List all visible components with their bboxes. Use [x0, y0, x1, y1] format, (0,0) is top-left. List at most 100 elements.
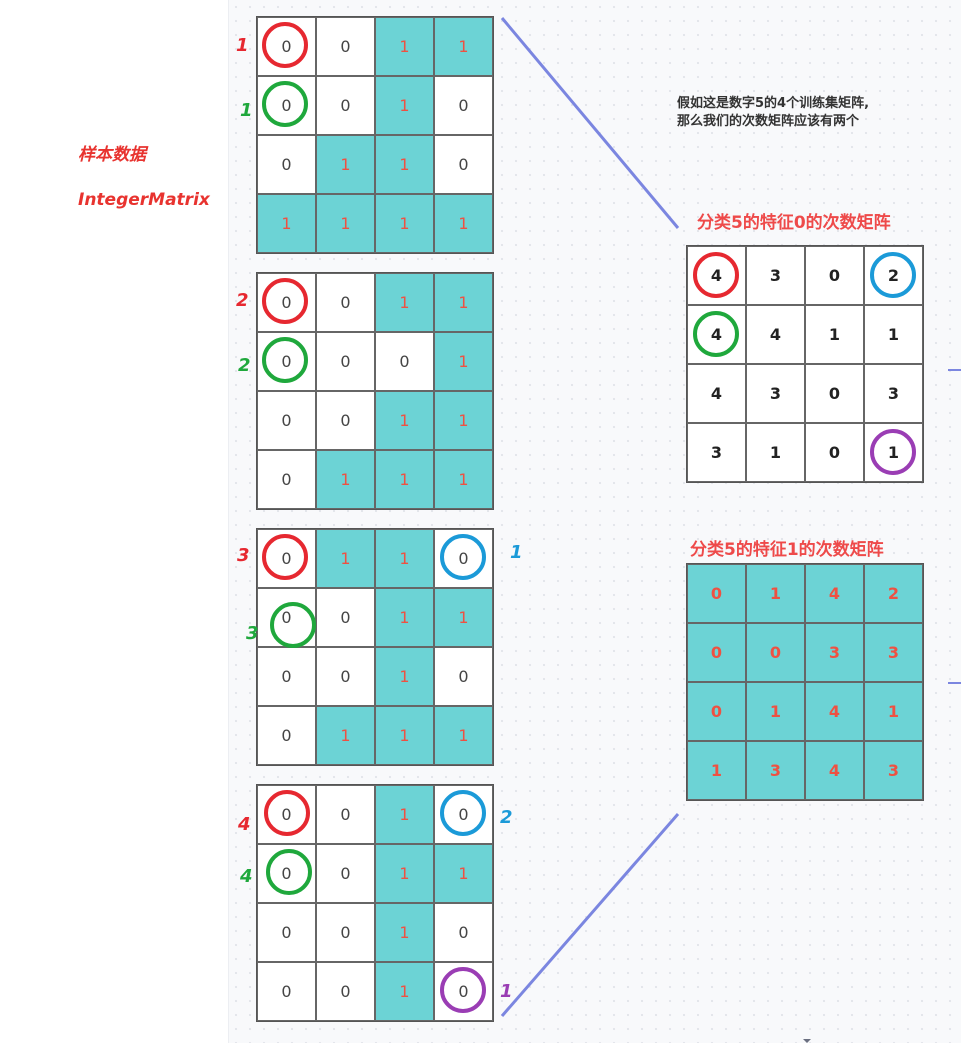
count-label-red: 4: [238, 814, 251, 835]
matrix-cell: 0: [257, 529, 316, 588]
count-cell: 4: [687, 364, 746, 423]
sample-data-label: 样本数据: [78, 145, 146, 165]
matrix-cell: 0: [434, 76, 493, 135]
count-cell: 1: [864, 305, 923, 364]
matrix-cell: 1: [375, 529, 434, 588]
count-cell: 0: [687, 564, 746, 623]
count-cell: 3: [864, 741, 923, 800]
matrix-cell: 1: [375, 588, 434, 647]
count-cell: 3: [746, 741, 805, 800]
count-cell: 2: [864, 564, 923, 623]
count-cell: 0: [746, 623, 805, 682]
matrix-cell: 1: [375, 903, 434, 962]
count-cell: 4: [805, 682, 864, 741]
count-cell: 4: [687, 246, 746, 305]
integer-matrix-label: IntegerMatrix: [78, 190, 210, 210]
matrix-cell: 0: [257, 76, 316, 135]
count-label-purple: 1: [500, 981, 513, 1002]
matrix-cell: 0: [316, 273, 375, 332]
matrix-cell: 0: [316, 785, 375, 844]
matrix-cell: 0: [316, 962, 375, 1021]
feature0-matrix-title: 分类5的特征0的次数矩阵: [697, 213, 891, 233]
count-cell: 0: [687, 623, 746, 682]
matrix-cell: 1: [257, 194, 316, 253]
count-cell: 3: [746, 246, 805, 305]
count-label-blue: 1: [510, 542, 523, 563]
count-cell: 1: [746, 423, 805, 482]
matrix-cell: 0: [257, 844, 316, 903]
sidebar: 样本数据 IntegerMatrix: [0, 0, 228, 1043]
count-cell: 3: [864, 623, 923, 682]
matrix-cell: 1: [375, 962, 434, 1021]
matrix-cell: 0: [316, 332, 375, 391]
matrix-cell: 1: [434, 844, 493, 903]
matrix-cell: 0: [316, 76, 375, 135]
count-cell: 3: [805, 623, 864, 682]
matrix-cell: 1: [434, 450, 493, 509]
matrix-cell: 1: [434, 17, 493, 76]
matrix-cell: 1: [375, 450, 434, 509]
matrix-cell: 0: [434, 529, 493, 588]
matrix-cell: 1: [434, 706, 493, 765]
explanation-note: 假如这是数字5的4个训练集矩阵, 那么我们的次数矩阵应该有两个: [677, 95, 947, 131]
matrix-cell: 1: [375, 273, 434, 332]
matrix-cell: 0: [257, 450, 316, 509]
count-label-green: 4: [240, 866, 253, 887]
count-cell: 3: [746, 364, 805, 423]
count-label-green: 3: [246, 623, 259, 644]
matrix-cell: 1: [316, 450, 375, 509]
matrix-cell: 0: [434, 135, 493, 194]
count-cell: 1: [687, 741, 746, 800]
count-cell: 3: [687, 423, 746, 482]
count-cell: 4: [805, 741, 864, 800]
count-label-red: 1: [236, 35, 249, 56]
count-cell: 0: [805, 423, 864, 482]
matrix-cell: 1: [434, 391, 493, 450]
matrix-cell: 0: [257, 273, 316, 332]
matrix-cell: 0: [316, 647, 375, 706]
matrix-cell: 0: [316, 588, 375, 647]
count-cell: 2: [864, 246, 923, 305]
matrix-cell: 0: [257, 647, 316, 706]
matrix-cell: 0: [257, 785, 316, 844]
matrix-cell: 0: [316, 391, 375, 450]
matrix-cell: 0: [434, 962, 493, 1021]
matrix-cell: 1: [434, 194, 493, 253]
matrix-cell: 1: [375, 706, 434, 765]
matrix-cell: 1: [375, 785, 434, 844]
count-cell: 1: [864, 682, 923, 741]
count-cell: 4: [687, 305, 746, 364]
note-line-1: 假如这是数字5的4个训练集矩阵,: [677, 96, 870, 111]
count-cell: 1: [746, 564, 805, 623]
matrix-cell: 0: [434, 647, 493, 706]
matrix-cell: 0: [257, 962, 316, 1021]
count-cell: 0: [687, 682, 746, 741]
matrix-cell: 0: [316, 17, 375, 76]
matrix-cell: 1: [375, 844, 434, 903]
matrix-cell: 1: [316, 529, 375, 588]
matrix-cell: 0: [257, 903, 316, 962]
count-label-red: 3: [237, 545, 250, 566]
count-label-green: 1: [240, 100, 253, 121]
matrix-cell: 0: [375, 332, 434, 391]
matrix-cell: 1: [316, 194, 375, 253]
matrix-cell: 1: [375, 391, 434, 450]
matrix-cell: 1: [434, 588, 493, 647]
note-line-2: 那么我们的次数矩阵应该有两个: [677, 114, 860, 129]
matrix-cell: 0: [316, 844, 375, 903]
matrix-cell: 1: [375, 194, 434, 253]
count-cell: 0: [805, 246, 864, 305]
matrix-cell: 1: [316, 135, 375, 194]
count-cell: 0: [805, 364, 864, 423]
count-label-blue: 2: [500, 807, 513, 828]
count-cell: 1: [746, 682, 805, 741]
count-cell: 1: [864, 423, 923, 482]
matrix-cell: 1: [316, 706, 375, 765]
count-cell: 3: [864, 364, 923, 423]
count-cell: 4: [746, 305, 805, 364]
feature1-matrix-title: 分类5的特征1的次数矩阵: [690, 540, 884, 560]
